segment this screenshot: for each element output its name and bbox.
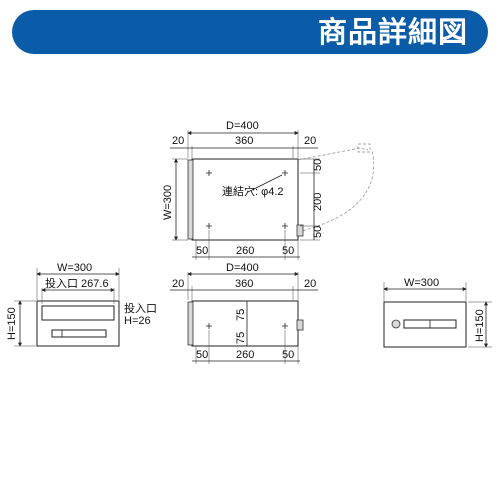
front-slot-height: H=26 [124, 315, 151, 327]
top-view: 連結穴: φ4.2 D=400 20 360 20 W=300 50 200 5… [162, 120, 374, 260]
front-view-slot [41, 305, 115, 321]
front-view: W=300 投入口 267.6 H=150 投入口 H=26 [6, 262, 157, 347]
back-view-lock [391, 319, 401, 329]
top-bottom-right: 50 [282, 245, 294, 257]
title-banner: 商品詳細図 [12, 10, 488, 54]
front-view-handle [51, 329, 107, 338]
front-height-total: H=150 [6, 307, 18, 340]
side-bottom-left: 50 [196, 349, 208, 361]
top-bottom-mid: 260 [236, 245, 254, 257]
top-width-total: W=300 [162, 185, 174, 220]
top-right-bottom: 50 [312, 226, 324, 238]
top-bottom-left: 50 [196, 245, 208, 257]
top-depth-right: 20 [304, 135, 316, 147]
back-height-total: H=150 [474, 309, 486, 342]
side-top-right: 20 [304, 278, 316, 290]
side-bottom-mid: 260 [236, 349, 254, 361]
hole-label: 連結穴: φ4.2 [222, 184, 284, 198]
top-view-body [191, 158, 299, 241]
side-view-lock [296, 319, 304, 331]
side-view-front-lip [187, 301, 194, 346]
top-view-holes [206, 170, 288, 229]
side-top-mid: 360 [235, 278, 253, 290]
side-depth-total: D=400 [226, 262, 259, 274]
top-depth-mid: 360 [235, 135, 253, 147]
side-view: D=400 20 360 20 75 75 50 260 50 [170, 262, 318, 364]
back-width-total: W=300 [404, 277, 439, 289]
lid-swing-arc [297, 149, 374, 233]
top-depth-left: 20 [172, 135, 184, 147]
side-vert-lower: 75 [235, 332, 247, 344]
front-slot-width: 投入口 267.6 [45, 276, 109, 290]
lid-swing-line [297, 147, 369, 161]
hole-leader-line [247, 174, 283, 193]
banner-title: 商品詳細図 [317, 15, 468, 49]
side-view-holes [206, 323, 288, 329]
front-width-total: W=300 [57, 262, 92, 274]
side-view-body [191, 300, 299, 347]
back-view: W=300 H=150 [383, 277, 492, 348]
side-vert-upper: 75 [235, 309, 247, 321]
side-bottom-right: 50 [282, 349, 294, 361]
top-view-front-lip [187, 159, 194, 240]
top-right-mid: 200 [312, 193, 324, 211]
side-top-left: 20 [172, 278, 184, 290]
top-view-lock [296, 224, 304, 237]
front-slot-label: 投入口 [124, 301, 157, 315]
top-right-top: 50 [312, 159, 324, 171]
lid-swing-hinge [357, 143, 371, 153]
top-depth-total: D=400 [226, 120, 259, 132]
